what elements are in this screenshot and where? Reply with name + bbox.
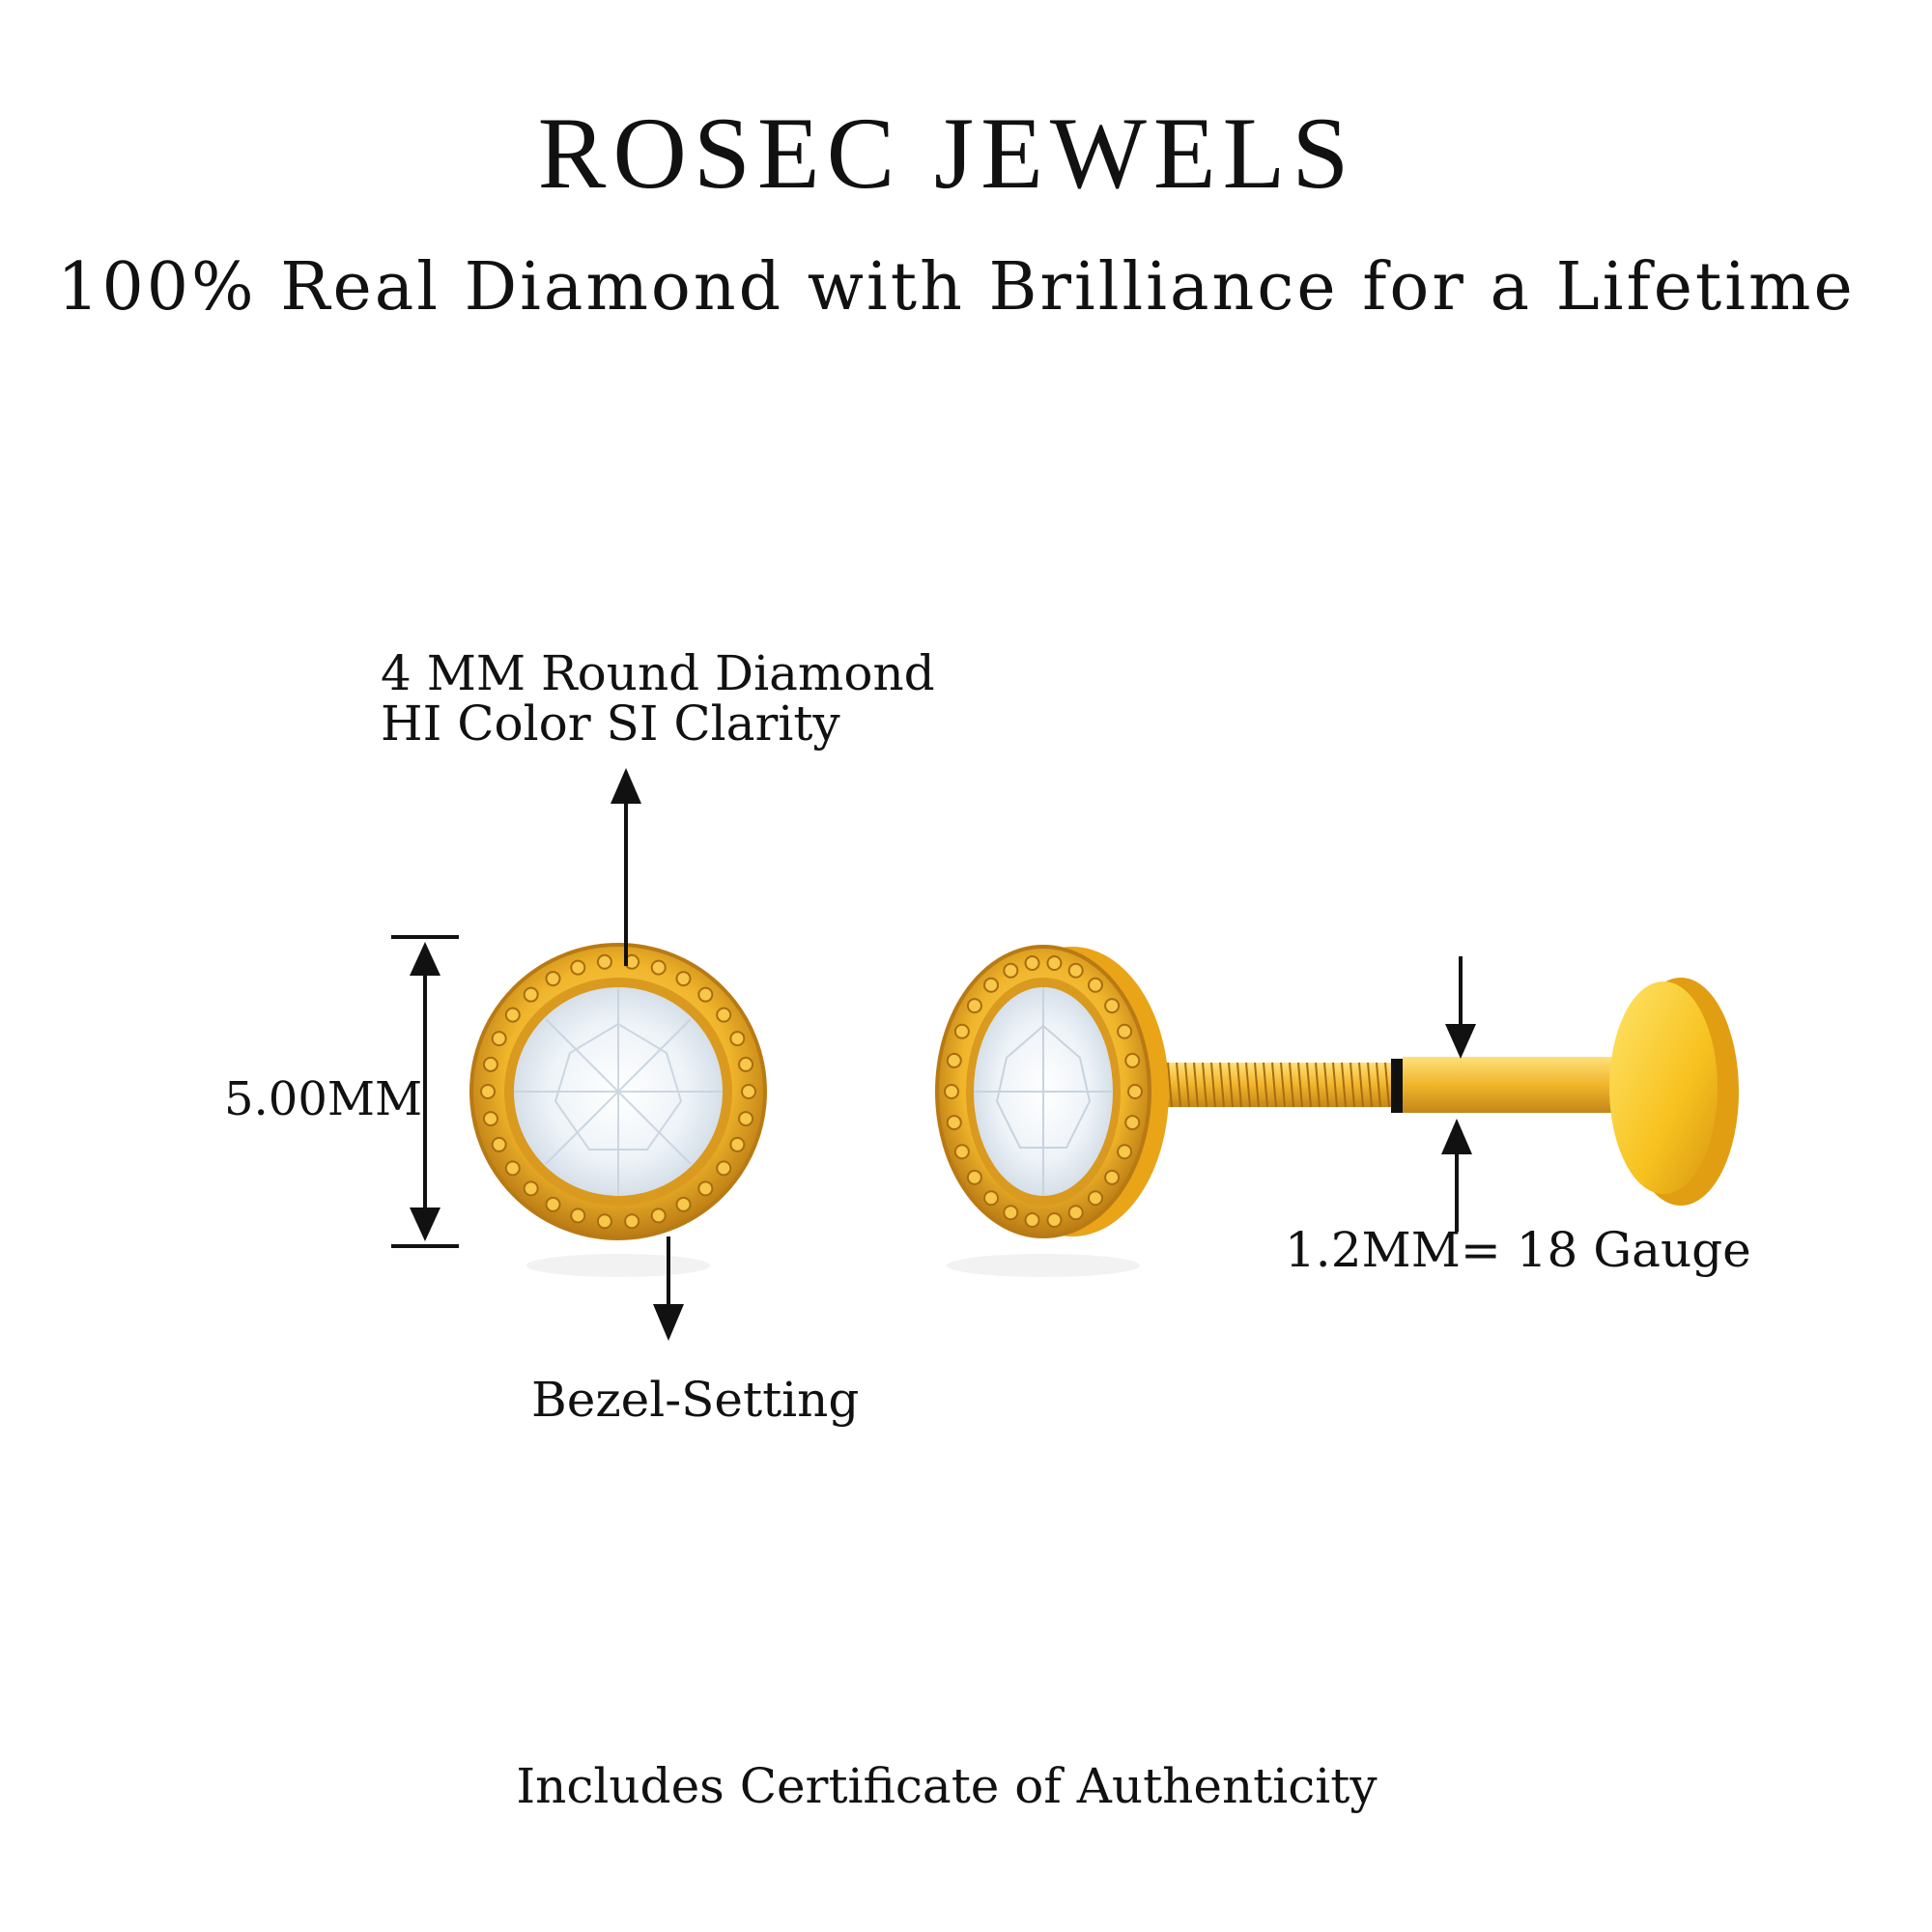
arrow-up-icon bbox=[1441, 1119, 1472, 1232]
dimension-arrow-icon bbox=[391, 935, 459, 1248]
arrow-down-icon bbox=[1445, 956, 1476, 1059]
setting-label: Bezel-Setting bbox=[531, 1372, 860, 1428]
tagline: 100% Real Diamond with Brilliance for a … bbox=[57, 249, 1856, 326]
arrow-down-icon bbox=[653, 1236, 684, 1341]
labret-bar bbox=[1403, 1057, 1634, 1113]
gauge-label: 1.2MM= 18 Gauge bbox=[1285, 1222, 1751, 1278]
certificate-note: Includes Certificate of Authenticity bbox=[516, 1758, 1378, 1814]
milgrain-ring bbox=[944, 954, 1143, 1229]
post-threads bbox=[1158, 1062, 1390, 1108]
stone-quality-label: HI Color SI Clarity bbox=[381, 696, 840, 752]
stone-size-label: 4 MM Round Diamond bbox=[381, 645, 935, 701]
milgrain-ring bbox=[480, 953, 756, 1230]
arrow-up-icon bbox=[611, 768, 641, 966]
brand-title: ROSEC JEWELS bbox=[537, 97, 1356, 210]
stud-front-view bbox=[469, 943, 767, 1277]
dimension-label: 5.00MM bbox=[224, 1072, 423, 1126]
stud-side-view bbox=[935, 945, 1739, 1277]
flat-back-disc bbox=[1609, 981, 1718, 1194]
gauge-marker bbox=[1391, 1059, 1405, 1113]
